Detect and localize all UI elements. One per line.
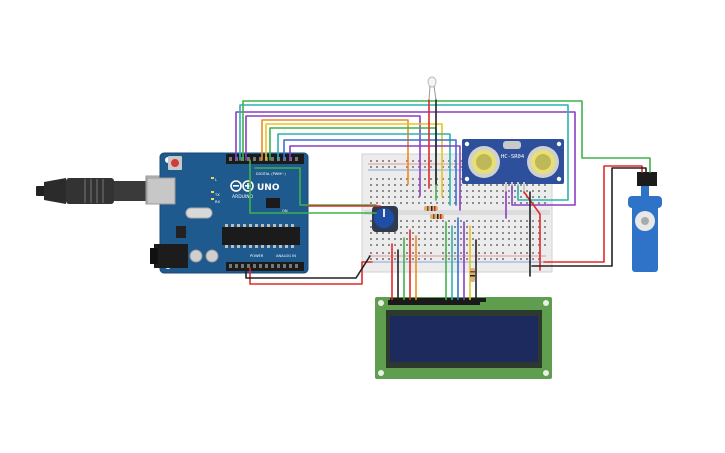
- lcd-pin-header: [388, 300, 480, 305]
- breadboard: [361, 153, 553, 273]
- sensor-receiver: [527, 146, 559, 178]
- on-label: ON: [282, 209, 288, 213]
- arduino-brand: ARDUINO: [232, 194, 254, 200]
- tx-label: TX: [214, 193, 220, 197]
- servo-motor-icon: [628, 172, 662, 272]
- lcd-screen: [390, 316, 538, 362]
- sensor-label: HC-SR04: [501, 154, 525, 160]
- l-label: L: [215, 178, 217, 182]
- sensor-transmitter: [468, 146, 500, 178]
- reset-button-icon: [168, 156, 182, 170]
- digital-label: DIGITAL (PWM~): [256, 172, 286, 176]
- power-label: POWER: [250, 254, 264, 258]
- ultrasonic-sensor: HC-SR04: [462, 139, 564, 194]
- resistor-lcd-icon: [470, 268, 475, 282]
- wires: [235, 99, 651, 305]
- led-icon: [427, 76, 437, 101]
- arduino-logo: [230, 180, 254, 192]
- arduino-uno-board: ARDUINO UNO DIGITAL (PWM~) POWER ANALOG …: [146, 152, 309, 274]
- analog-label: ANALOG IN: [276, 254, 296, 258]
- lcd-display: [375, 297, 552, 379]
- resistor-icon: [424, 206, 444, 219]
- board-model: UNO: [257, 183, 280, 193]
- rx-label: RX: [215, 200, 220, 204]
- potentiometer-icon: [372, 206, 398, 232]
